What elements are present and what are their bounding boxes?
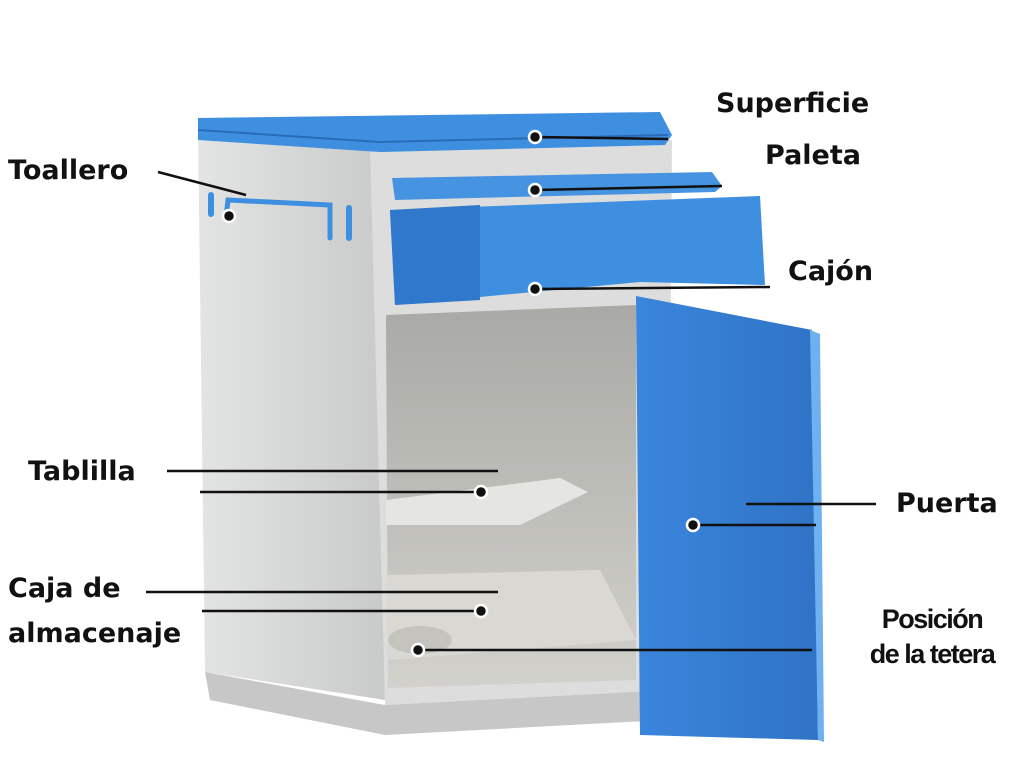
- top-surface: [198, 112, 672, 152]
- marker-puerta: [685, 517, 701, 533]
- label-de-la-tetera: de la tetera: [869, 639, 996, 669]
- label-superficie: Superficie: [716, 88, 870, 119]
- door: [636, 296, 818, 740]
- shelf: [386, 478, 588, 525]
- marker-cajon: [527, 281, 543, 297]
- marker-tetera: [410, 642, 426, 658]
- label-cajon: Cajón: [788, 256, 874, 287]
- label-toallero: Toallero: [8, 155, 129, 186]
- drawer: [390, 196, 765, 305]
- label-paleta: Paleta: [765, 140, 861, 171]
- marker-caja: [473, 603, 489, 619]
- marker-toallero: [221, 208, 237, 224]
- towel-rail: [223, 197, 333, 241]
- tray: [392, 172, 722, 200]
- label-tablilla: Tablilla: [28, 456, 136, 487]
- marker-tablilla: [473, 484, 489, 500]
- marker-superficie: [527, 129, 543, 145]
- label-posicion: Posición: [881, 604, 984, 634]
- label-caja-de: Caja de: [8, 573, 121, 604]
- label-almacenaje: almacenaje: [8, 618, 182, 649]
- marker-paleta: [527, 182, 543, 198]
- label-puerta: Puerta: [896, 488, 998, 519]
